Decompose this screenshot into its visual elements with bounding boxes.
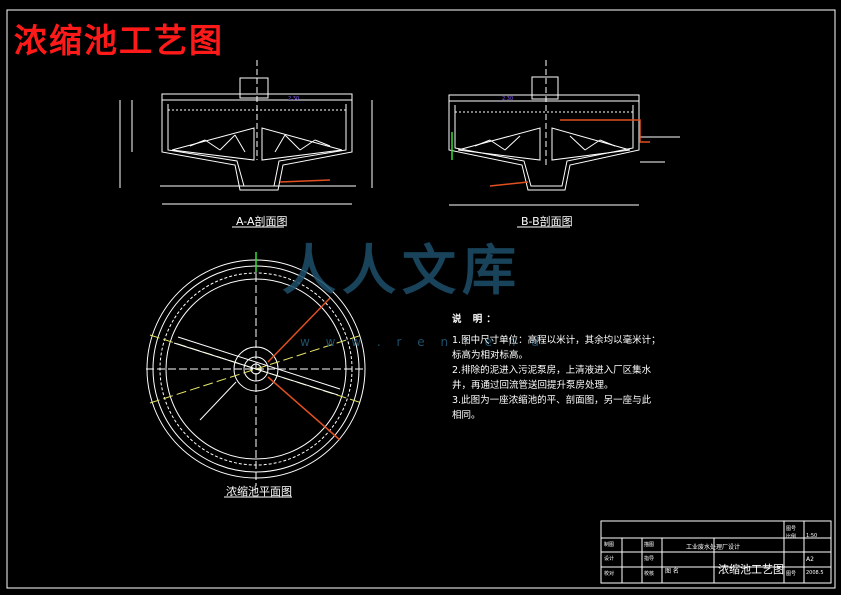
tb-label: 比例 <box>786 534 797 540</box>
tb-scale: 1:50 <box>806 533 818 539</box>
tb-label: 描图 <box>644 542 655 548</box>
aa-section-title: A-A剖面图 <box>236 215 288 228</box>
tb-label: 图号 <box>786 526 797 532</box>
plan-title: 浓缩池平面图 <box>226 485 292 498</box>
title-block <box>600 520 832 584</box>
plan-view <box>146 252 366 486</box>
watermark-url: w w w . r e n r e n d <box>300 335 545 349</box>
tb-label: 校对 <box>604 571 615 577</box>
watermark: 人人文库 <box>282 239 522 302</box>
note-line: 3.此图为一座浓缩池的平、剖面图，另一座与此 <box>452 395 652 406</box>
drawing-title: 浓缩池工艺图 <box>14 21 224 60</box>
tb-label: 校核 <box>644 571 655 577</box>
aa-drive <box>239 77 269 99</box>
tb-drawing-label: 图 名 <box>665 568 679 575</box>
drawing-border <box>6 9 836 589</box>
tb-label: 图号 <box>786 571 797 577</box>
note-line: 相同。 <box>452 410 481 421</box>
note-line: 1.图中尺寸单位：高程以米计，其余均以毫米计； <box>452 335 661 346</box>
aa-tank-wall <box>161 100 353 191</box>
note-line: 井，再通过回流管送回提升泵房处理。 <box>452 380 614 391</box>
bb-section-title: B-B剖面图 <box>521 215 573 228</box>
tb-sheet: A2 <box>806 556 814 563</box>
notes-block: 说 明： 1.图中尺寸单位：高程以米计，其余均以毫米计； 标高为相对标高。 2.… <box>452 313 692 424</box>
note-line: 2.排除的泥进入污泥泵房，上清液进入厂区集水 <box>452 365 652 376</box>
notes-heading: 说 明： <box>452 314 500 325</box>
bb-tank-wall <box>448 101 640 191</box>
aa-level: 2.30 <box>288 96 299 102</box>
note-line: 标高为相对标高。 <box>452 350 529 361</box>
svg-text:2.30: 2.30 <box>502 96 513 102</box>
tb-label: 设计 <box>604 556 615 562</box>
bb-section <box>448 60 680 206</box>
aa-section <box>119 60 373 205</box>
tb-label: 指导 <box>644 556 655 562</box>
tb-number: 2008.5 <box>806 570 824 576</box>
tb-project: 工业废水处理厂设计 <box>686 544 741 551</box>
tb-drawing-name: 浓缩池工艺图 <box>718 563 784 576</box>
tb-label: 制图 <box>604 542 615 548</box>
